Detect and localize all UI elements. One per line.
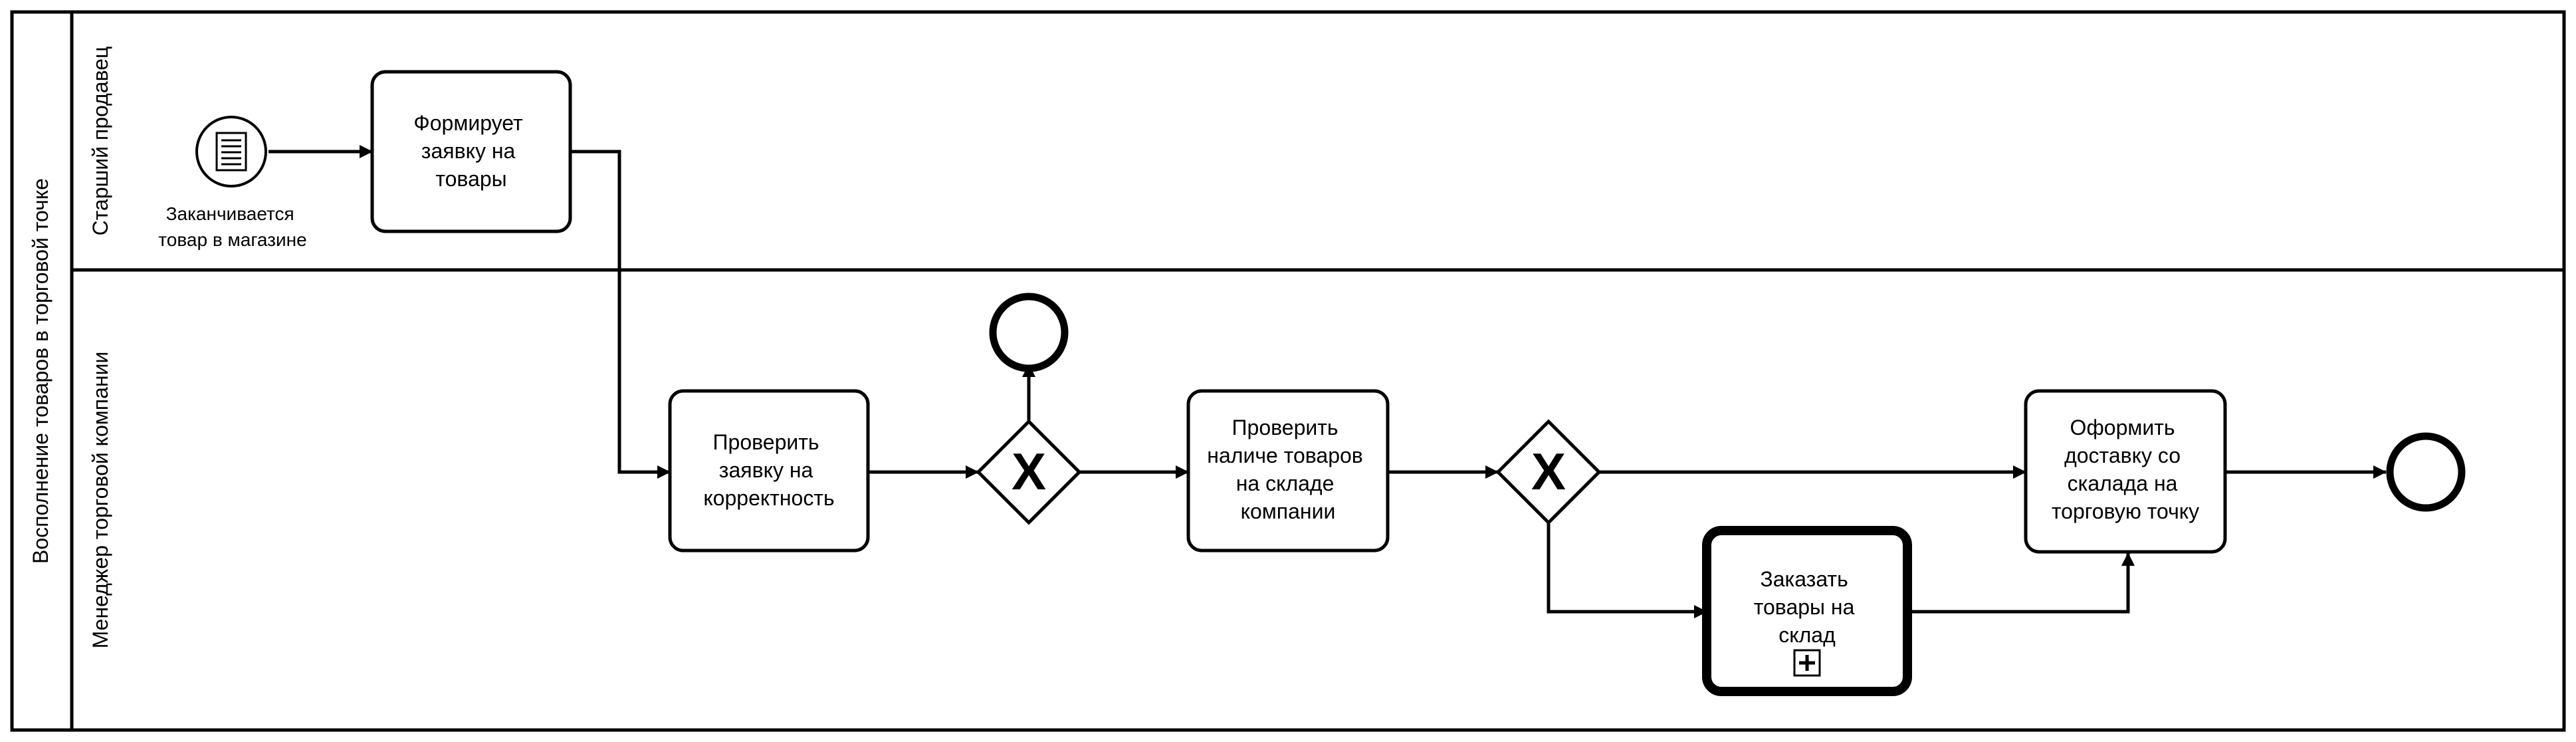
gateway-diamond [976,419,1082,525]
pool-border [10,10,2566,732]
gateway-x-icon: X [1531,442,1566,501]
task-label: Проверить заявку на корректность [703,430,834,510]
task-label: Формирует заявку на товары [413,111,528,191]
message-document-icon [215,132,247,172]
task-box [370,70,572,233]
task-arrange-delivery[interactable]: Оформить доставку со скалада на торговую… [2024,389,2227,554]
lane-title-senior-seller: Старший продавец [88,47,112,236]
subprocess-plus-icon [1793,649,1821,677]
task-box [2024,389,2227,554]
pool-title: Восполнение товаров в торговой точке [29,178,53,564]
exclusive-gateway-2[interactable]: X [1495,419,1602,525]
start-event-label: Заканчивается товар в магазине [158,203,306,250]
task-label: Заказать товары на склад [1754,567,1861,647]
task-check-request[interactable]: Проверить заявку на корректность [668,389,870,553]
end-event-circle [989,293,1069,372]
call-activity-order-goods[interactable]: Заказать товары на склад [1702,526,1912,696]
flow-gw2-to-order [1547,523,1707,618]
end-event-top[interactable] [989,293,1069,372]
gateway-x-icon: X [1012,442,1046,501]
lane-senior-seller: Старший продавец [72,47,2564,272]
pool: Восполнение товаров в торговой точке [10,10,2566,732]
task-form-request[interactable]: Формирует заявку на товары [370,70,572,233]
task-box [1186,389,1390,553]
task-label: Оформить доставку со скалада на торговую… [2052,416,2199,523]
task-label: Проверить наличе товаров на складе компа… [1207,416,1368,523]
exclusive-gateway-1[interactable]: X [976,419,1082,525]
end-event-circle [2386,432,2466,512]
gateway-diamond [1495,419,1602,525]
sequence-flows [268,145,2387,618]
end-event-right[interactable] [2386,432,2466,512]
flow-order-to-delivery [1907,553,2135,614]
lane-manager: Менеджер торговой компании [88,352,112,649]
start-message-event[interactable]: Заканчивается товар в магазине [158,116,307,250]
task-box [1702,526,1912,696]
task-check-stock[interactable]: Проверить наличе товаров на складе компа… [1186,389,1390,553]
lane-title-manager: Менеджер торговой компании [88,352,112,649]
task-box [668,389,870,553]
flow-form-to-check [570,150,671,479]
